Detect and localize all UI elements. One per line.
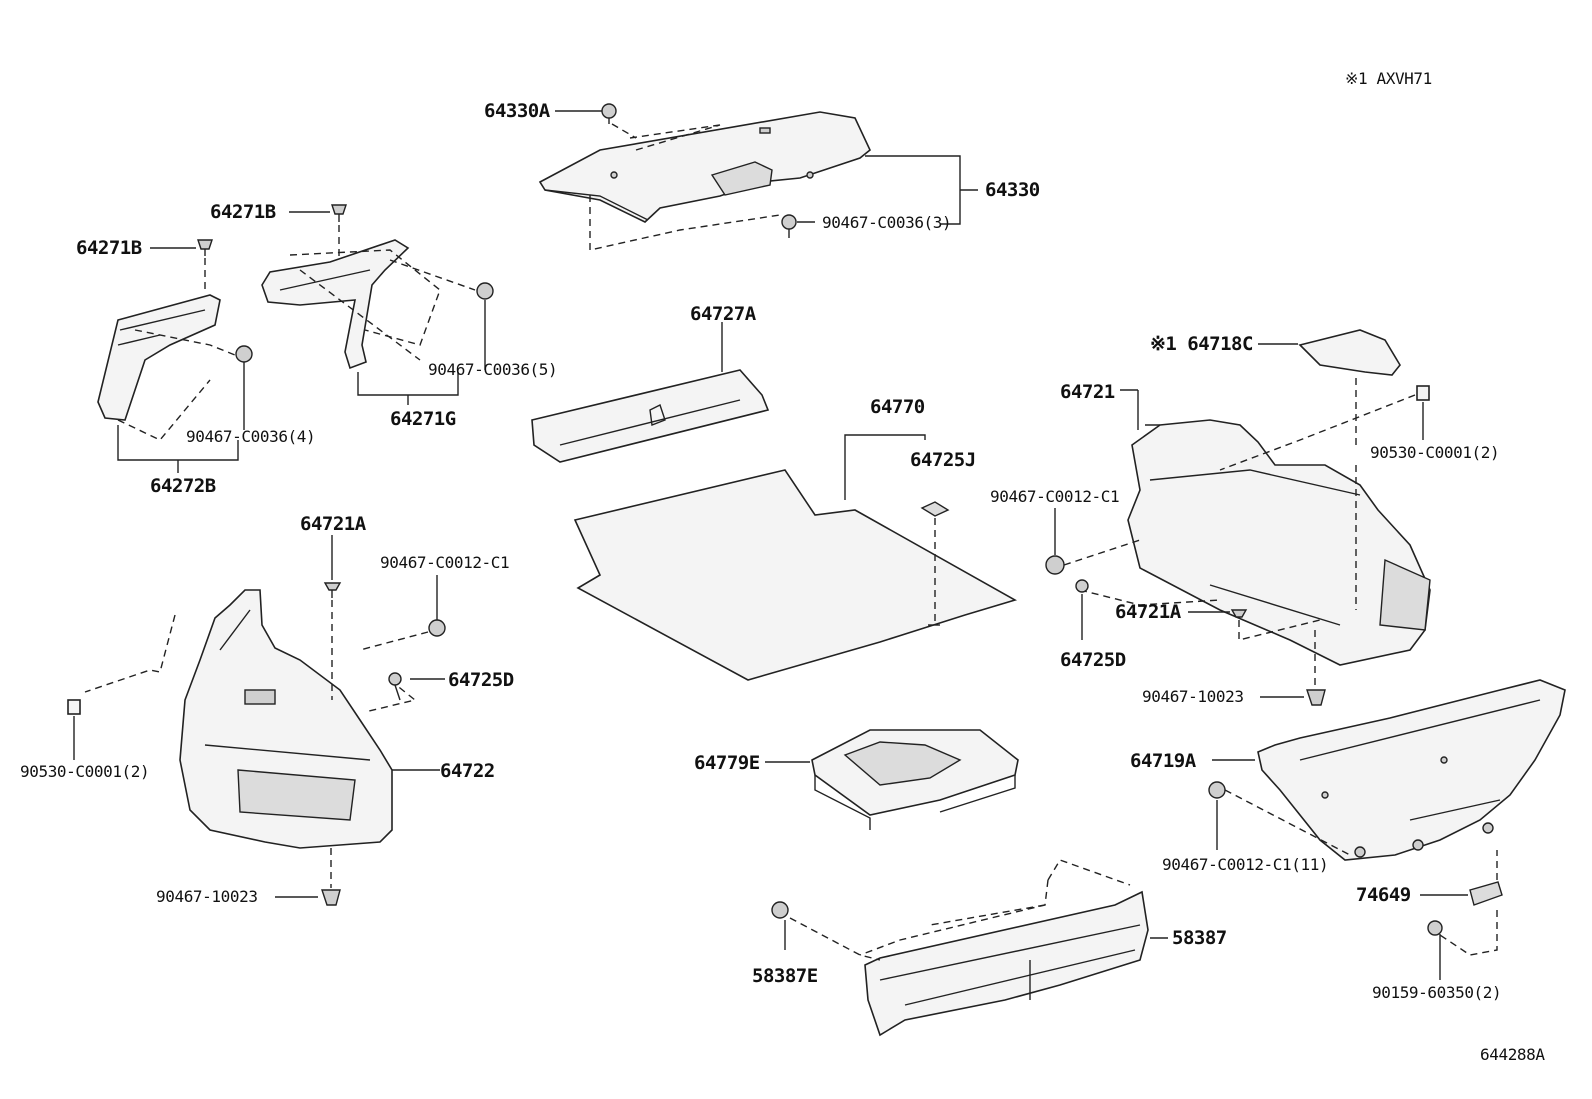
label-64271B-left: 64271B [76,237,142,259]
clip-64725D-right [1075,579,1089,593]
clip-90467-C0012-C1-11 [1208,781,1226,799]
clip-64721A-left [323,582,342,598]
clip-90467-10023-left [321,889,341,906]
label-64721: 64721 [1060,381,1115,403]
label-58387E: 58387E [752,965,818,987]
label-90467-10023-left: 90467-10023 [156,887,258,906]
clip-90467-C0036-4 [235,345,253,363]
label-90467-C0012-C1-left: 90467-C0012-C1 [380,553,509,572]
label-64330: 64330 [985,179,1040,201]
label-64779E: 64779E [694,752,760,774]
cover-64718C [1298,329,1401,376]
clip-64721A-right [1230,609,1248,618]
label-64725D-left: 64725D [448,669,514,691]
label-90467-C0012-C1-right: 90467-C0012-C1 [990,487,1119,506]
label-74649: 74649 [1356,884,1411,906]
clip-64271B-upper [331,204,347,222]
label-58387: 58387 [1172,927,1227,949]
side-bracket-64272B [97,294,221,421]
clip-90467-10023-right [1306,689,1326,706]
figure-id: 644288A [1480,1045,1545,1064]
label-64271G: 64271G [390,408,456,430]
label-90467-10023-right: 90467-10023 [1142,687,1244,706]
bolt-90159-60350 [1427,920,1443,980]
side-bracket-64271G [261,239,410,370]
clip-90467-C0036-5 [476,282,494,300]
clip-64725D-left [388,672,402,701]
label-64271B-upper: 64271B [210,201,276,223]
side-trim-64721 [1127,419,1431,666]
label-64770: 64770 [870,396,925,418]
clip-64330A [601,103,617,124]
label-90467-C0036-3: 90467-C0036(3) [822,213,951,232]
label-64272B: 64272B [150,475,216,497]
label-90159-60350-2: 90159-60350(2) [1372,983,1501,1002]
label-90530-C0001-2-right: 90530-C0001(2) [1370,443,1499,462]
label-90467-C0012-C1-11: 90467-C0012-C1(11) [1162,855,1328,874]
label-64330A: 64330A [484,100,551,122]
floor-mat-64770 [573,469,1018,681]
label-64718C: ※1 64718C [1150,333,1253,355]
label-64719A: 64719A [1130,750,1197,772]
clip-90467-C0012-C1-right [1045,555,1065,575]
clip-90530-C0001-right [1416,385,1430,401]
trunk-trim-64719A [1257,679,1566,861]
label-64727A: 64727A [690,303,757,325]
clip-64725J [920,501,950,517]
label-64721A-left: 64721A [300,513,367,535]
clip-64271B-left [197,239,213,256]
clip-58387E [771,901,789,950]
part-74649 [1469,881,1503,906]
label-90530-C0001-2-left: 90530-C0001(2) [20,762,149,781]
label-90467-C0036-4: 90467-C0036(4) [186,427,315,446]
label-64725D-right: 64725D [1060,649,1126,671]
label-64721A-right: 64721A [1115,601,1182,623]
clip-90467-C0012-C1-left [428,619,446,637]
trunk-sill-58387 [864,890,1149,1037]
side-trim-64722 [179,589,393,849]
clip-90467-C0036-top [781,214,797,238]
label-64722: 64722 [440,760,495,782]
tool-tray-64779E [811,729,1019,830]
package-tray-trim [538,111,871,223]
label-64725J: 64725J [910,449,976,471]
trim-panel-64727A [531,369,770,463]
label-90467-C0036-5: 90467-C0036(5) [428,360,557,379]
model-note: ※1 AXVH71 [1345,69,1432,88]
clip-90530-C0001-left [67,699,81,715]
